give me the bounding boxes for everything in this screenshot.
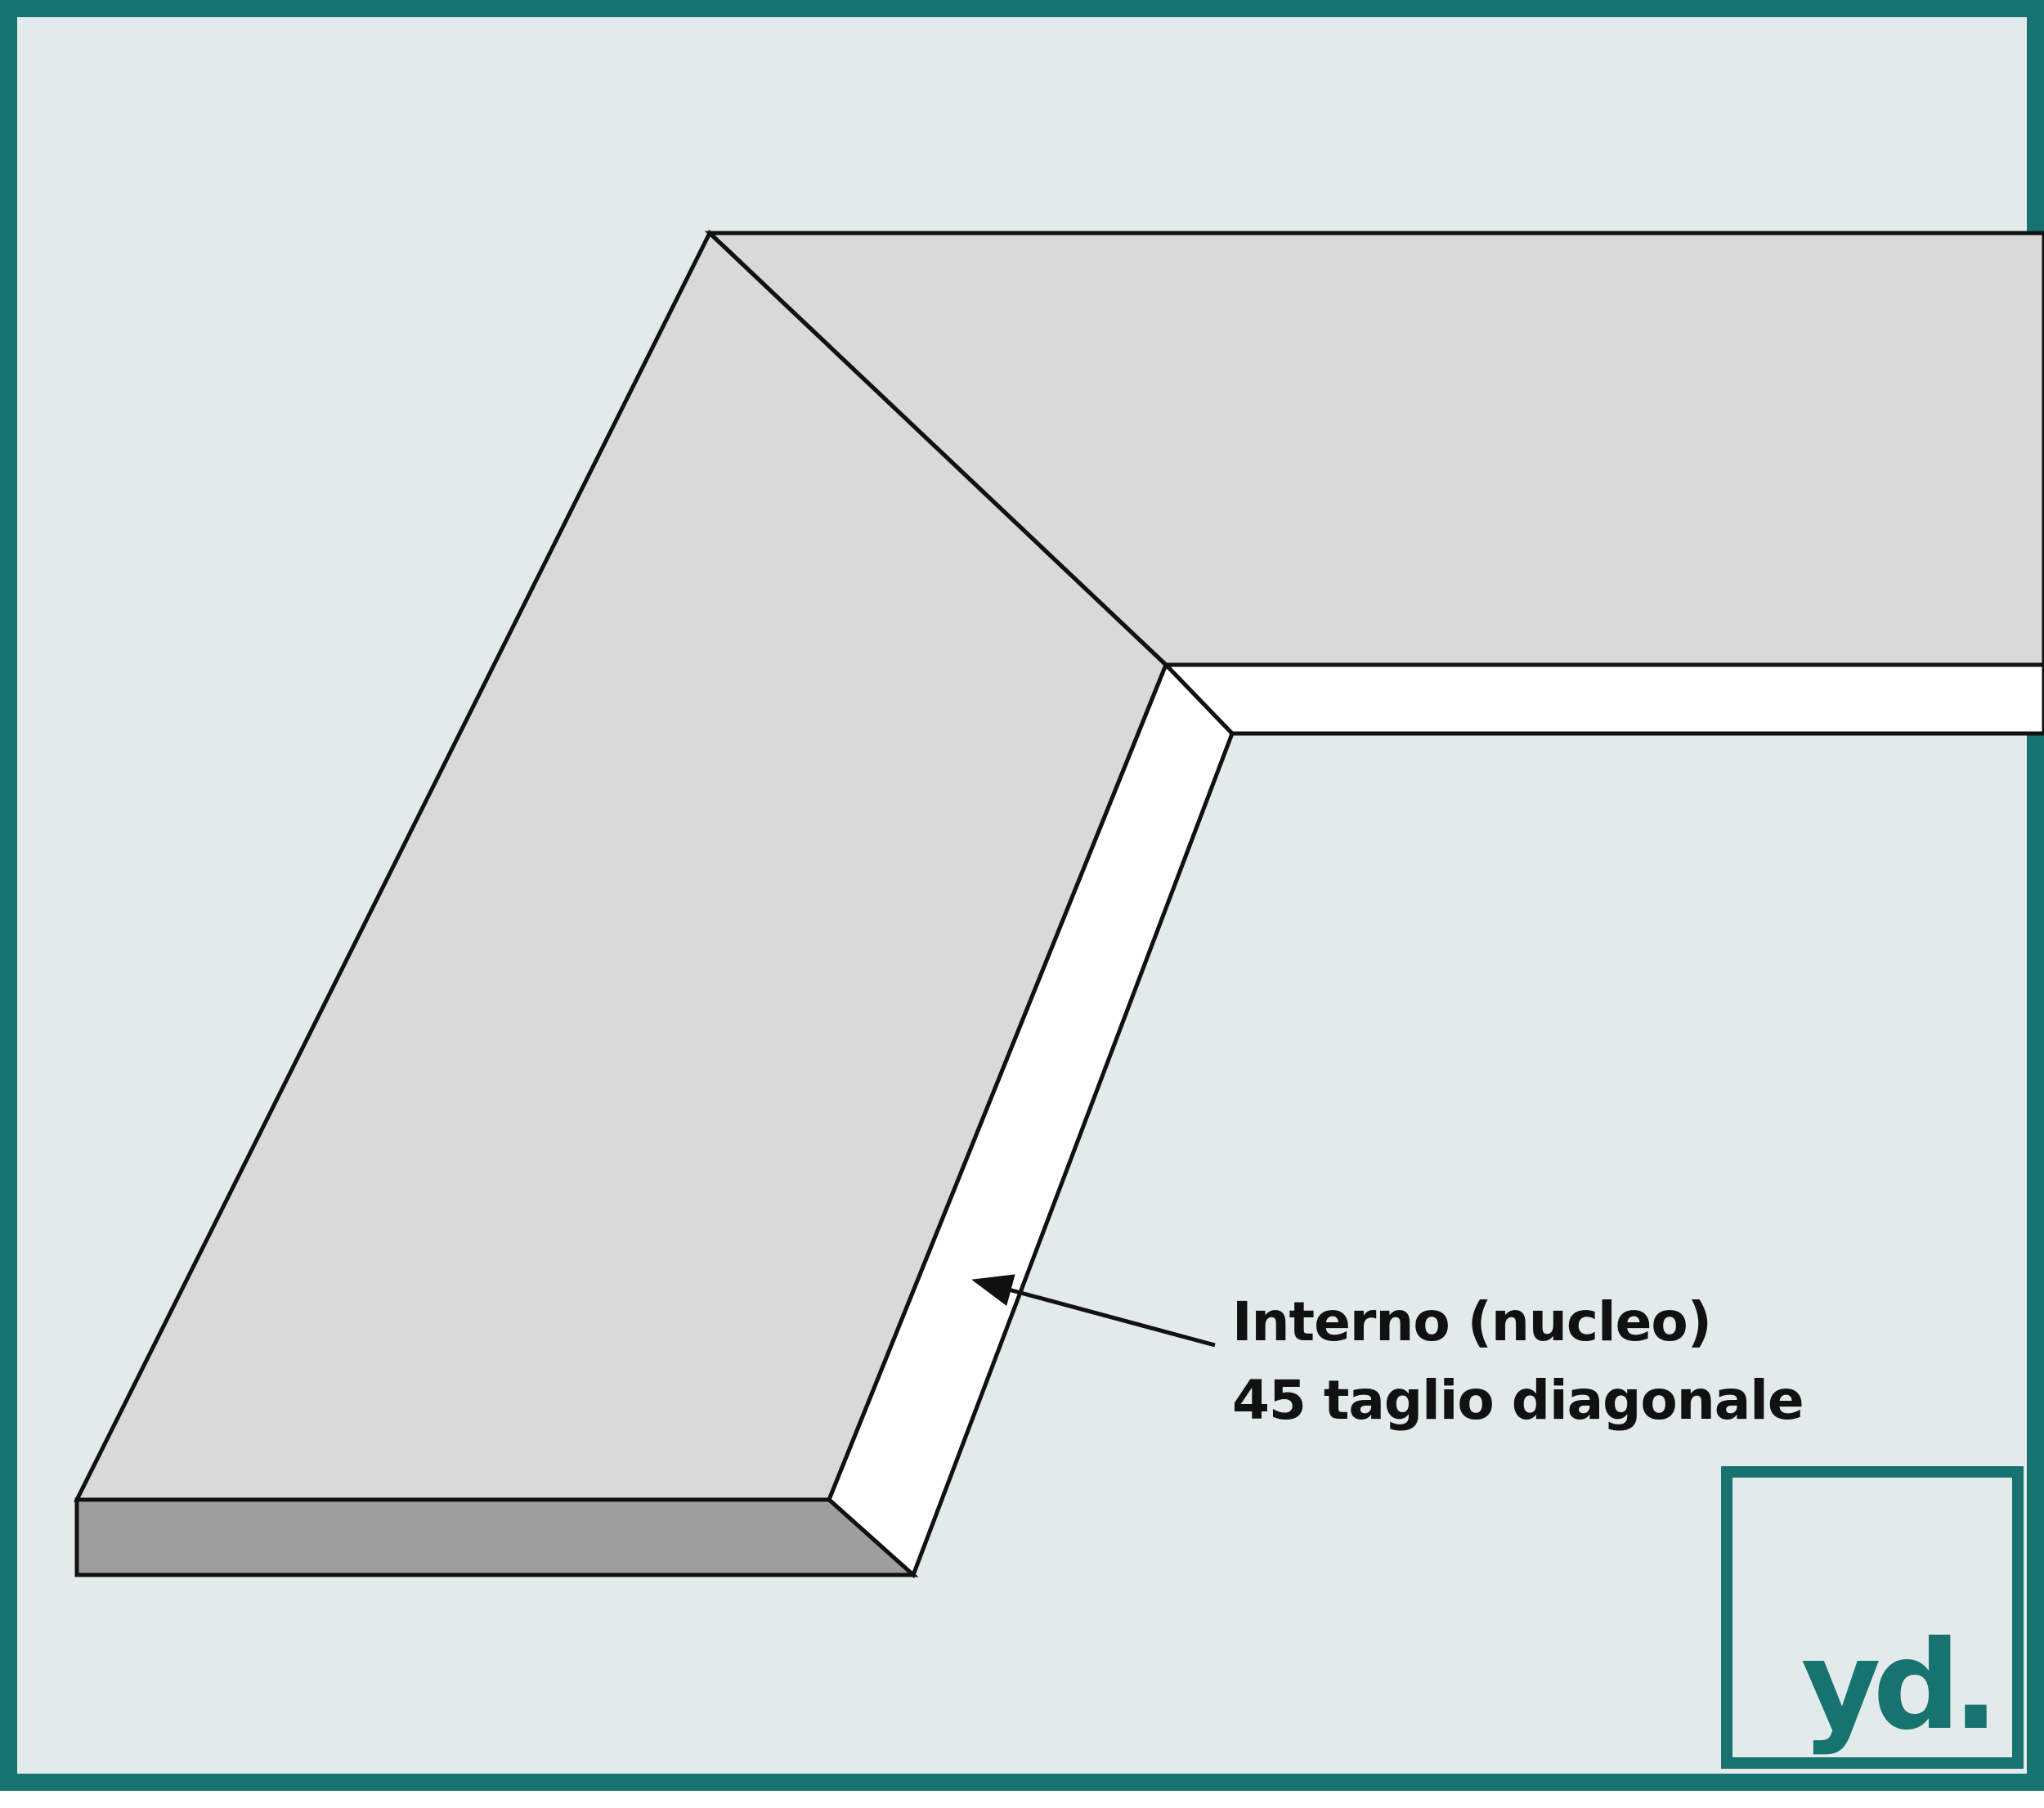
right-worktop-core-edge: [1161, 662, 2044, 736]
mitre-joint-diagram: [73, 229, 2044, 1579]
brand-logo: yd.: [1721, 1466, 2024, 1769]
annotation-line-1: Interno (nucleo): [1232, 1290, 1712, 1353]
mitre-cut-line: [708, 231, 1168, 666]
annotation-line-2: 45 taglio diagonale: [1232, 1369, 1804, 1432]
core-edge-annotation: Interno (nucleo) 45 taglio diagonale: [1232, 1283, 1804, 1440]
logo-text: yd.: [1800, 1615, 1999, 1757]
left-worktop-front-edge: [74, 1497, 919, 1577]
callout-arrow: [971, 1274, 1216, 1348]
